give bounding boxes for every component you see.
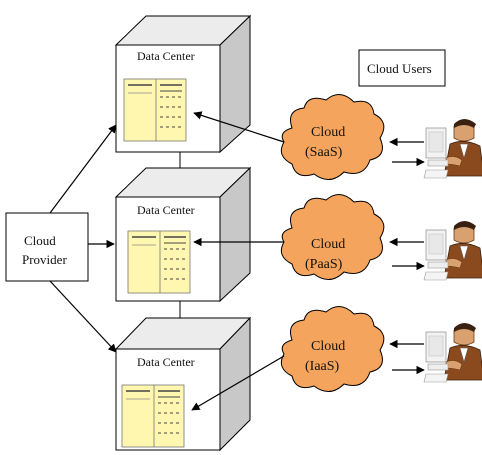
provider-label-line1: Cloud — [24, 233, 56, 248]
saas-to-dc1-arrow — [193, 111, 285, 143]
cloud-paas-line1: Cloud — [311, 237, 345, 252]
user-group-1 — [389, 118, 482, 179]
cloud-provider-box — [5, 212, 89, 282]
person-at-computer-icon — [423, 220, 482, 281]
provider-to-dc3-arrow — [49, 280, 117, 353]
document-icon — [123, 78, 187, 142]
cloud-users-label: Cloud Users — [367, 61, 432, 76]
user-group-3 — [389, 322, 482, 383]
cloud-iaas-line2: (IaaS) — [305, 359, 340, 374]
cloud-iaas-line1: Cloud — [311, 339, 345, 354]
cloud-saas-line2: (SaaS) — [305, 145, 343, 160]
person-at-computer-icon — [423, 118, 482, 179]
cloud-saas: Cloud (SaaS) — [280, 94, 385, 180]
cloud-paas: Cloud (PaaS) — [280, 194, 385, 280]
data-center-2: Data Center — [114, 166, 252, 303]
iaas-to-dc3-arrow — [191, 355, 285, 411]
cloud-users-box — [358, 49, 446, 87]
data-center-1-title: Data Center — [137, 49, 195, 63]
data-center-1: Data Center — [114, 14, 252, 154]
cloud-paas-line2: (PaaS) — [305, 257, 343, 272]
person-at-computer-icon — [423, 322, 482, 383]
cloud-saas-line1: Cloud — [311, 125, 345, 140]
provider-to-dc1-arrow — [49, 124, 117, 214]
provider-label-line2: Provider — [22, 252, 67, 267]
data-center-3-title: Data Center — [137, 355, 195, 369]
cloud-iaas: Cloud (IaaS) — [280, 306, 385, 392]
document-icon — [121, 384, 185, 448]
data-center-2-title: Data Center — [137, 203, 195, 217]
data-center-3: Data Center — [114, 316, 252, 452]
document-icon — [127, 230, 191, 294]
user-group-2 — [389, 220, 482, 281]
